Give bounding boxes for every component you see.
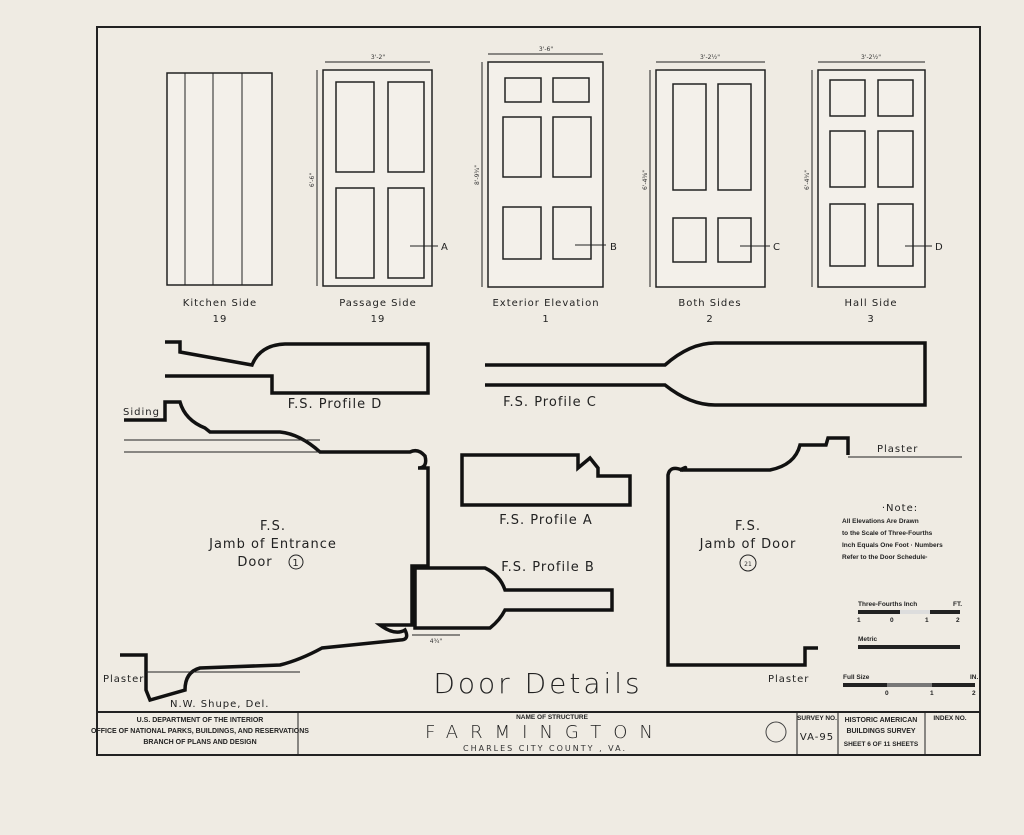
jamb-of-door-profile: Plaster Plaster F.S. Jamb of Door 21 [666,436,962,685]
door-label: Hall Side [844,298,897,309]
agency-line: BRANCH OF PLANS AND DESIGN [143,739,256,746]
delineator: N.W. Shupe, Del. [170,699,269,710]
note-line: Inch Equals One Foot · Numbers [842,542,943,549]
note-line: Refer to the Door Schedule· [842,554,928,561]
door-passage-side: 3'-2" 6'-6" A Passage Side 19 [309,54,449,325]
profile-dimension: 4¾" [430,638,443,645]
agency-line: U.S. DEPARTMENT OF THE INTERIOR [137,717,264,724]
index-number-label: INDEX NO. [933,715,966,722]
door-width: 3'-6" [539,46,553,53]
sheet-border [96,26,981,756]
plaster-label: Plaster [877,444,918,455]
note-title: ·Note: [882,503,918,514]
siding-label: Siding [123,407,160,418]
door-height: 8'-9¾" [474,165,481,185]
sheet-number: SHEET 6 OF 11 SHEETS [844,741,919,748]
jamb-label: F.S. [735,519,761,534]
scale-label: Three-Fourths Inch [858,601,917,608]
door-hall-side: 3'-2½" 6'-4¾" D Hall Side 3 [804,54,944,325]
scale-tick: 1 [857,617,861,624]
title-block: U.S. DEPARTMENT OF THE INTERIOR OFFICE O… [91,711,980,755]
door-number: 3 [867,314,874,325]
profile-marker: C [773,242,781,253]
survey-number: VA-95 [800,732,834,743]
jamb-number: 1 [292,558,299,569]
jamb-label: F.S. [260,519,286,534]
scale-tick: 1 [925,617,929,624]
door-width: 3'-2½" [700,54,720,61]
jamb-label: Jamb of Entrance [208,537,337,552]
door-exterior-elevation: 3'-6" 8'-9¾" B Exterior Elevation 1 [474,46,618,325]
door-label: Passage Side [339,298,417,309]
door-number: 2 [706,314,713,325]
door-height: 6'-4⅜" [642,170,649,190]
door-number: 19 [213,314,228,325]
door-label: Both Sides [678,298,741,309]
habs-line: HISTORIC AMERICAN [845,717,918,724]
door-label: Exterior Elevation [492,298,599,309]
note-line: All Elevations Are Drawn [842,518,919,525]
scale-tick: 1 [930,690,934,697]
jamb-label: Jamb of Door [699,537,797,552]
habs-line: BUILDINGS SURVEY [846,728,915,735]
door-height: 6'-4¾" [804,170,811,190]
scale-unit: IN. [970,674,979,681]
drawing-title: Door Details [433,667,642,700]
profile-b: 4¾" F.S. Profile B [412,560,614,645]
profile-marker: A [441,242,449,253]
door-width: 3'-2½" [861,54,881,61]
note: ·Note: All Elevations Are Drawn to the S… [842,503,943,561]
door-kitchen-side: Kitchen Side 19 [166,72,273,325]
scale-label: Metric [858,636,878,643]
profile-d: F.S. Profile D [165,340,430,412]
plaster-label: Plaster [768,674,809,685]
structure-location: CHARLES CITY COUNTY , VA. [463,744,627,753]
scale-label: Full Size [843,674,870,681]
profile-label: F.S. Profile B [501,560,595,575]
scale-tick: 2 [956,617,960,624]
jamb-label: Door [237,555,272,570]
note-line: to the Scale of Three-Fourths [842,530,933,537]
profile-marker: D [935,242,944,253]
scale-tick: 0 [890,617,894,624]
scale-bars: Three-Fourths Inch FT. 1 0 1 2 Metric Full S… [843,601,979,697]
plaster-label: Plaster [103,674,144,685]
profile-label: F.S. Profile A [499,513,593,528]
scale-unit: FT. [953,601,962,608]
agency-line: OFFICE OF NATIONAL PARKS, BUILDINGS, AND… [91,728,309,735]
scale-tick: 0 [885,690,889,697]
jamb-number: 21 [744,561,752,568]
door-number: 1 [542,314,549,325]
door-both-sides: 3'-2½" 6'-4⅜" C Both Sides 2 [642,54,781,325]
door-number: 19 [371,314,386,325]
profile-c: F.S. Profile C [485,341,927,410]
door-label: Kitchen Side [183,298,257,309]
profile-a: F.S. Profile A [460,453,632,528]
structure-name: FARMINGTON [425,722,665,743]
structure-name-label: NAME OF STRUCTURE [516,714,589,721]
profile-label: F.S. Profile C [503,395,597,410]
profile-marker: B [610,242,618,253]
scale-tick: 2 [972,690,976,697]
door-height: 6'-6" [309,173,316,187]
seal-icon [765,721,787,743]
survey-number-label: SURVEY NO. [797,715,837,722]
door-width: 3'-2" [371,54,385,61]
profile-label: F.S. Profile D [288,397,383,412]
jamb-of-entrance-profile: Siding Plaster F.S. Jamb of Entrance Doo… [103,400,430,703]
